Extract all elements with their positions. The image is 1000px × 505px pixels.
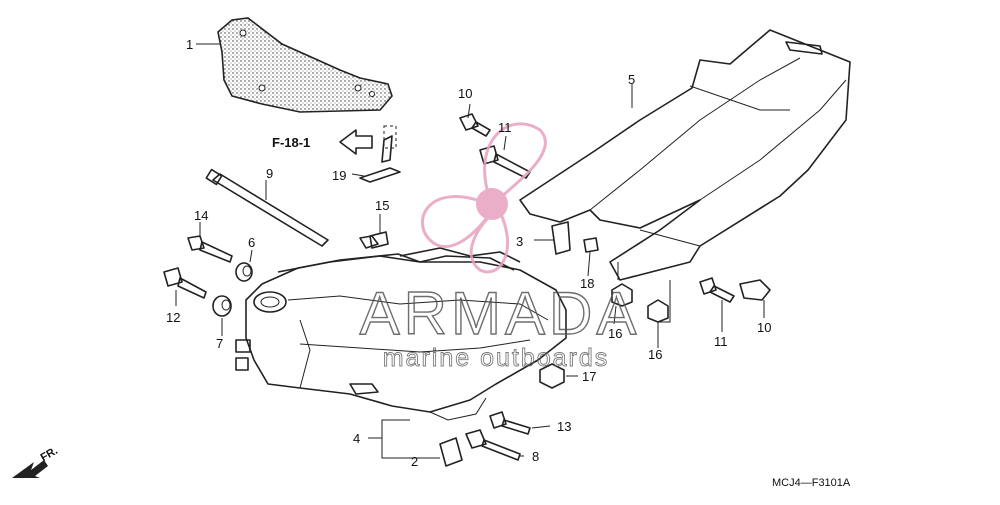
callout-labels: 1 2 3 4 5 6 7 8 9 10 10 11 11 12 13 14 1… [166,37,771,469]
callout-16-left: 16 [608,326,622,341]
part-12-bolt [163,267,207,299]
part-14-bolt [187,235,233,263]
part-16-nut-right [647,299,669,323]
part-15-bolt [359,231,389,249]
callout-8: 8 [532,449,539,464]
part-18-bolt [583,237,599,253]
part-9-long-bolt [205,168,329,247]
part-10-bolt-upper [459,113,491,137]
watermark-tagline: marine outboards [383,344,610,372]
part-2-clip [439,437,463,467]
part-3-bracket [551,221,571,255]
reference-label: F-18-1 [272,135,310,150]
watermark-propeller-icon [420,122,547,274]
callout-12: 12 [166,310,180,325]
part-1-cover-plate [217,17,393,113]
part-8-bolt [465,429,521,461]
callout-4: 4 [353,431,360,446]
front-direction-arrow [12,460,48,478]
part-10-bolt-lower [739,279,771,301]
callout-1: 1 [186,37,193,52]
callout-11-upper: 11 [498,120,512,135]
callout-7: 7 [216,336,223,351]
part-11-bolt-lower [699,277,735,303]
callout-13: 13 [557,419,571,434]
callout-10-lower: 10 [757,320,771,335]
callout-6: 6 [248,235,255,250]
callout-19: 19 [332,168,346,183]
part-16-nut-left [611,283,633,307]
callout-18: 18 [580,276,594,291]
callout-15: 15 [375,198,389,213]
callout-11-lower: 11 [714,334,728,349]
part-5-rear-subframe [519,29,851,281]
leader-lines [175,43,765,459]
callout-17: 17 [582,369,596,384]
watermark: ARMADA marine outboards [359,122,641,372]
part-17-nut [539,363,565,389]
reference-arrow [339,129,373,155]
part-13-bolt [489,411,531,435]
front-label: FR. [39,445,60,464]
part-19-bracket [359,125,401,183]
callout-9: 9 [266,166,273,181]
diagram-code: MCJ4—F3101A [772,477,851,489]
watermark-brand: ARMADA [360,280,641,347]
part-6-collar [235,262,253,282]
callout-2: 2 [411,454,418,469]
part-7-collar [212,295,232,317]
callout-10-upper: 10 [458,86,472,101]
callout-16-right: 16 [648,347,662,362]
part-4-main-frame [235,247,567,421]
callout-14: 14 [194,208,208,223]
callout-3: 3 [516,234,523,249]
callout-5: 5 [628,72,635,87]
